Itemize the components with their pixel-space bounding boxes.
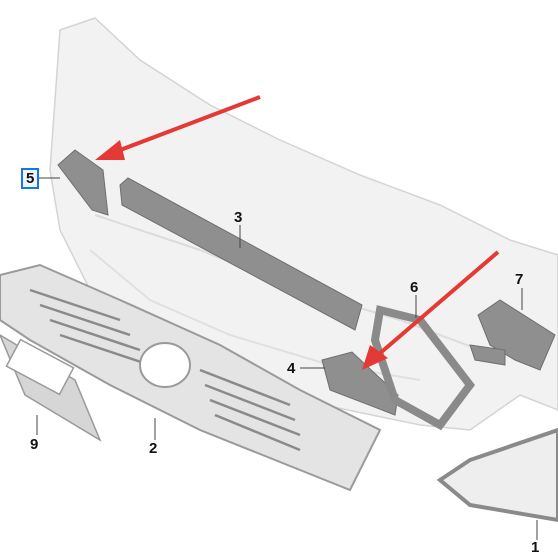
- callout-9: 9: [30, 436, 39, 453]
- part-7-tab: [469, 344, 506, 366]
- part-7-bracket: [477, 299, 556, 371]
- part-9-opening: [5, 338, 75, 396]
- callout-5: 5: [21, 168, 40, 189]
- callout-7: 7: [515, 271, 524, 288]
- part-1-lamp-cover: [436, 427, 558, 523]
- grille-center-emblem-opening: [139, 342, 191, 388]
- callout-4: 4: [287, 360, 296, 377]
- part-2-grille: [0, 263, 382, 492]
- callout-2: 2: [149, 440, 158, 457]
- part-5-bracket: [57, 149, 109, 216]
- callout-1: 1: [531, 539, 540, 556]
- grille-slats: [29, 288, 301, 452]
- leader-lines: [36, 177, 538, 540]
- callout-3: 3: [234, 209, 243, 226]
- callout-6: 6: [410, 279, 419, 296]
- upper-arrow: [95, 95, 261, 160]
- part-3-trim-strip: [119, 177, 363, 331]
- lower-arrow: [362, 250, 500, 370]
